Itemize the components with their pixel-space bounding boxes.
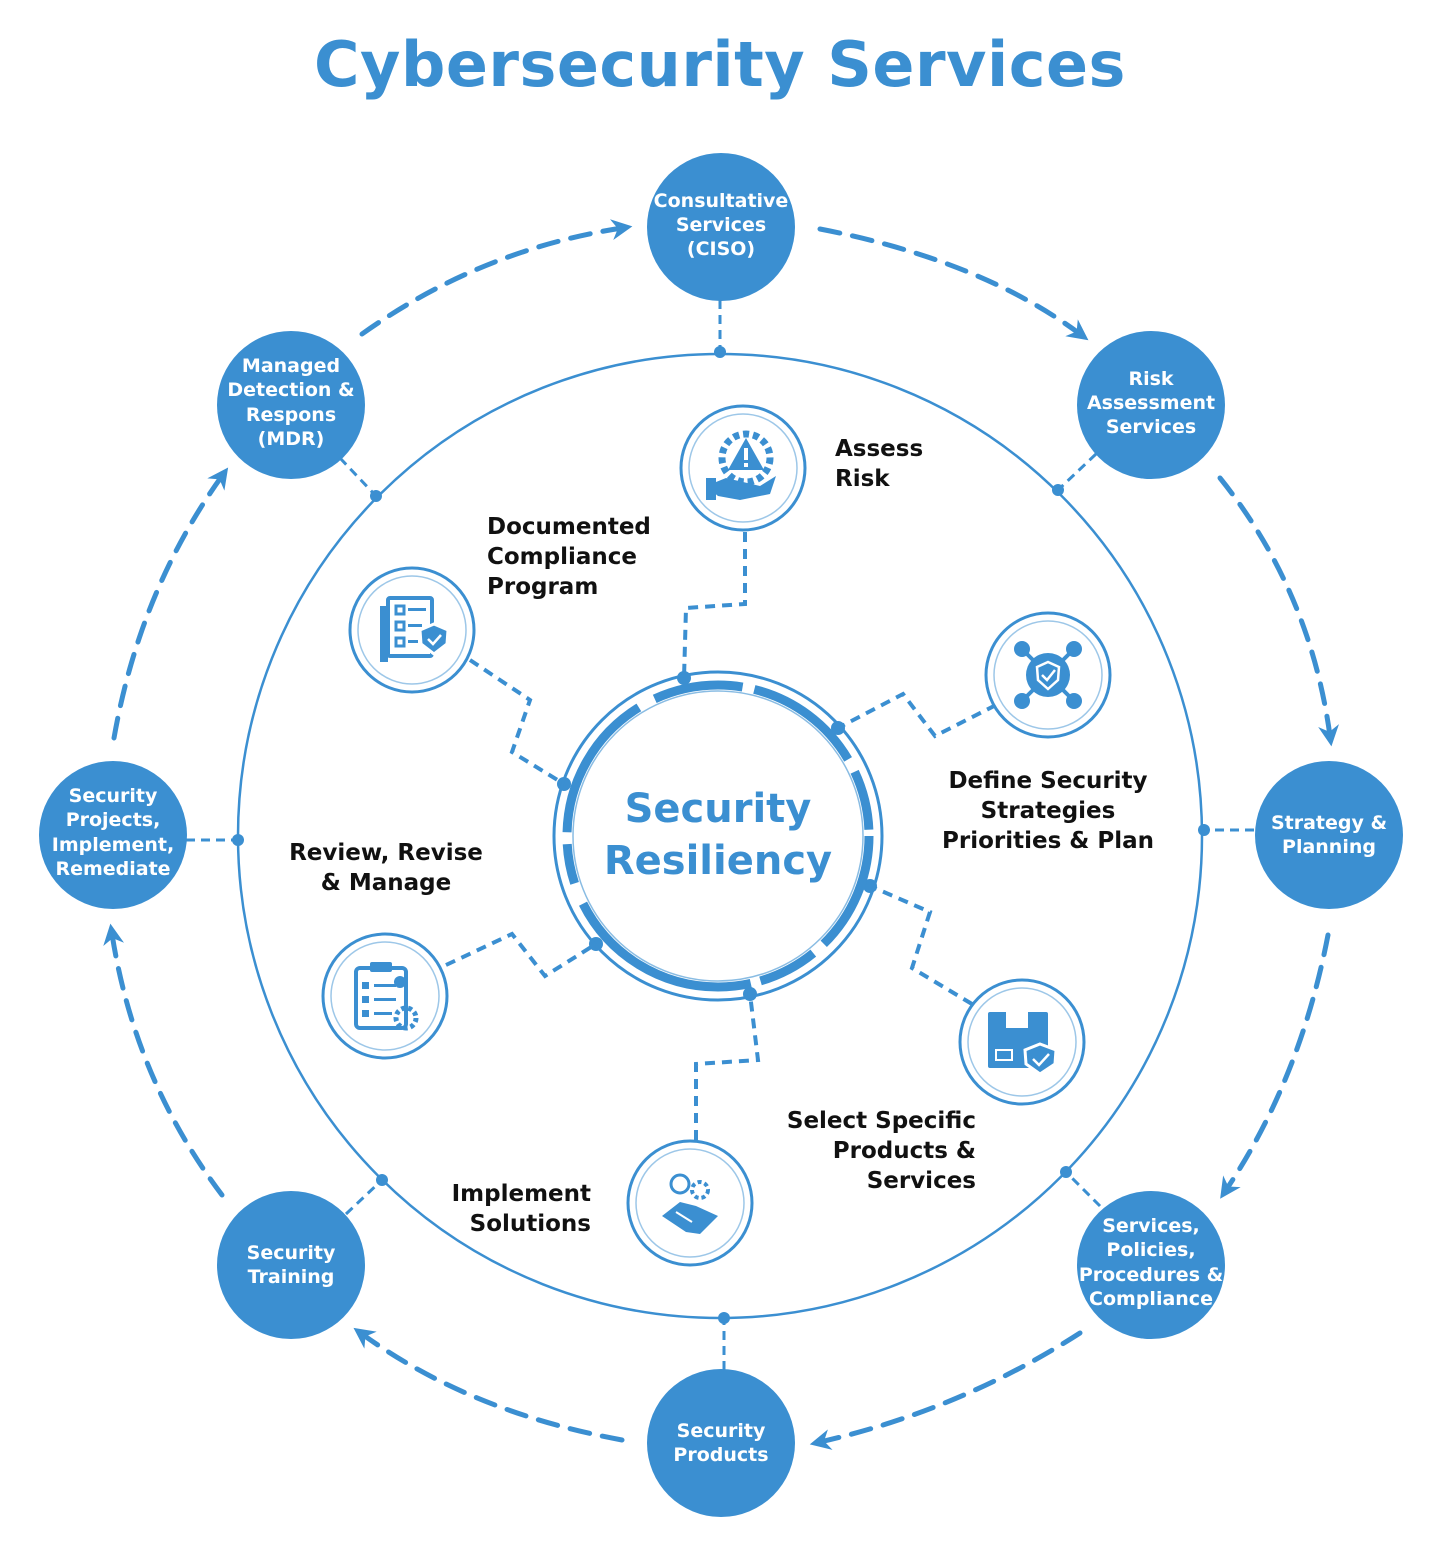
svg-text:Select Specific: Select Specific xyxy=(787,1108,976,1134)
svg-text:(CISO): (CISO) xyxy=(687,238,755,260)
svg-text:Risk: Risk xyxy=(835,466,890,492)
arrow-projects-to-mdr xyxy=(111,467,229,741)
outer-node-security-projects: Security Projects, Implement, Remediate xyxy=(39,761,187,909)
arrow-mdr-to-ciso xyxy=(359,219,633,337)
step-label-select-products: Select Specific Products & Services xyxy=(787,1108,976,1194)
inner-connector-dots xyxy=(557,671,877,1001)
svg-text:Procedures &: Procedures & xyxy=(1079,1264,1223,1286)
step-label-compliance-program: Documented Compliance Program xyxy=(487,514,651,600)
svg-text:Remediate: Remediate xyxy=(55,858,170,880)
outer-node-strategy-planning: Strategy & Planning xyxy=(1255,761,1403,909)
svg-text:Detection &: Detection & xyxy=(227,379,354,401)
svg-text:Priorities & Plan: Priorities & Plan xyxy=(942,828,1154,854)
page-title: Cybersecurity Services xyxy=(314,28,1126,101)
svg-text:Services: Services xyxy=(676,214,766,236)
outer-node-connectors xyxy=(186,300,1254,1370)
connector-dots xyxy=(232,346,1210,1324)
step-icon-select-products xyxy=(958,978,1086,1106)
svg-text:Services,: Services, xyxy=(1102,1215,1200,1237)
outer-node-risk-assessment: Risk Assessment Services xyxy=(1077,331,1225,479)
svg-text:Policies,: Policies, xyxy=(1106,1239,1195,1261)
svg-text:Strategies: Strategies xyxy=(981,798,1116,824)
outer-node-security-training: Security Training xyxy=(217,1191,365,1339)
svg-text:Services: Services xyxy=(867,1168,976,1194)
svg-text:Managed: Managed xyxy=(242,355,340,377)
outer-node-security-products: Security Products xyxy=(647,1369,795,1517)
center-hub: Security Resiliency xyxy=(552,670,884,1002)
svg-text:Documented: Documented xyxy=(487,514,651,540)
svg-text:(MDR): (MDR) xyxy=(258,428,325,450)
svg-text:Review, Revise: Review, Revise xyxy=(289,840,483,866)
svg-text:Strategy &: Strategy & xyxy=(1271,812,1387,834)
arrow-services-to-products xyxy=(809,1330,1083,1450)
svg-text:Security: Security xyxy=(247,1242,336,1264)
step-icon-define-strategies xyxy=(984,611,1112,739)
outer-cycle-arrows xyxy=(103,219,1339,1450)
svg-text:Security: Security xyxy=(69,785,158,807)
svg-text:Security: Security xyxy=(677,1420,766,1442)
svg-text:Program: Program xyxy=(487,574,598,600)
step-label-define-strategies: Define Security Strategies Priorities & … xyxy=(942,768,1154,854)
svg-text:Define Security: Define Security xyxy=(948,768,1147,794)
svg-text:Training: Training xyxy=(248,1266,335,1288)
svg-text:Compliance: Compliance xyxy=(487,544,637,570)
svg-text:Services: Services xyxy=(1106,416,1196,438)
outer-node-services-policies: Services, Policies, Procedures & Complia… xyxy=(1077,1191,1225,1339)
svg-text:Assess: Assess xyxy=(835,436,923,462)
svg-text:Consultative: Consultative xyxy=(654,190,789,212)
svg-text:Solutions: Solutions xyxy=(470,1211,591,1237)
svg-text:Implement: Implement xyxy=(452,1181,591,1207)
svg-text:Planning: Planning xyxy=(1282,836,1376,858)
step-icon-assess-risk xyxy=(679,404,807,532)
arrow-strategy-to-services xyxy=(1220,932,1331,1199)
step-label-implement-solutions: Implement Solutions xyxy=(452,1181,591,1237)
outer-node-mdr: Managed Detection & Respons (MDR) xyxy=(217,331,365,479)
step-icon-review-manage xyxy=(321,932,449,1060)
step-label-review-manage: Review, Revise & Manage xyxy=(289,840,483,896)
svg-text:Products &: Products & xyxy=(833,1138,976,1164)
svg-text:Products: Products xyxy=(673,1444,768,1466)
inner-step-connectors xyxy=(445,532,997,1140)
step-icon-compliance-program xyxy=(348,566,476,694)
arrow-ciso-to-risk xyxy=(817,226,1089,341)
step-icon-implement-solutions xyxy=(626,1139,754,1267)
svg-text:Compliance: Compliance xyxy=(1089,1288,1213,1310)
outer-node-consultative: Consultative Services (CISO) xyxy=(647,153,795,301)
center-title: Security xyxy=(625,786,812,832)
arrow-risk-to-strategy xyxy=(1217,475,1339,747)
svg-text:Implement,: Implement, xyxy=(52,834,174,856)
arrow-training-to-projects xyxy=(103,923,225,1198)
svg-text:Projects,: Projects, xyxy=(66,809,161,831)
arrow-products-to-training xyxy=(353,1327,625,1443)
svg-text:Risk: Risk xyxy=(1128,368,1173,390)
center-subtitle: Resiliency xyxy=(604,838,832,884)
svg-text:Assessment: Assessment xyxy=(1087,392,1215,414)
svg-text:& Manage: & Manage xyxy=(321,870,451,896)
step-label-assess-risk: Assess Risk xyxy=(835,436,923,492)
svg-text:Respons: Respons xyxy=(246,404,336,426)
